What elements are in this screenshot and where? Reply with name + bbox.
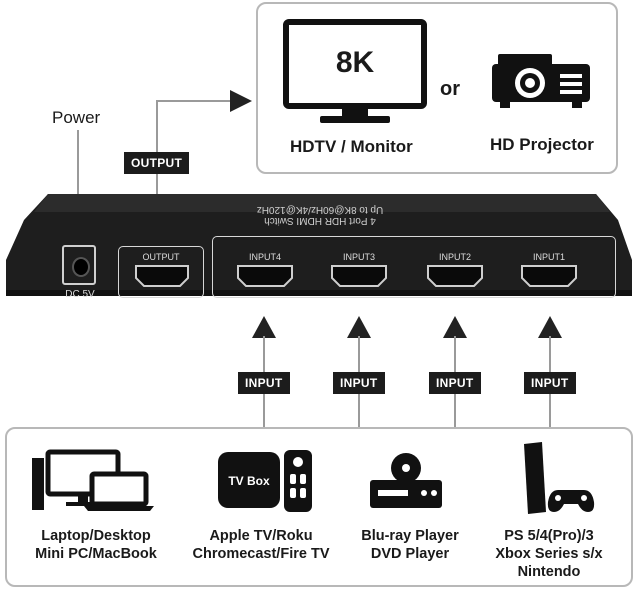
device-title: 4 Port HDR HDMI Switch Up to 8K@60Hz/4K@… xyxy=(0,204,640,226)
tv-box-text: TV Box xyxy=(228,474,270,488)
input4-hdmi-port-icon xyxy=(237,265,293,287)
bluray-player-icon xyxy=(370,453,442,508)
pc-label: Laptop/Desktop Mini PC/MacBook xyxy=(16,527,176,563)
console-label-line1: PS 5/4(Pro)/3 xyxy=(504,528,594,544)
input3-hdmi-port-icon xyxy=(331,265,387,287)
dc-jack xyxy=(62,245,96,285)
input2-hdmi-port-icon xyxy=(427,265,483,287)
input3-label: INPUT3 xyxy=(342,252,375,262)
projector-icon xyxy=(492,54,590,108)
game-console-icon xyxy=(524,442,595,514)
bluray-label-line2: DVD Player xyxy=(370,546,450,562)
tv-label-line1: Apple TV/Roku xyxy=(209,528,313,544)
device-title-line1: 4 Port HDR HDMI Switch xyxy=(264,215,376,226)
power-line xyxy=(77,130,79,240)
computer-icon xyxy=(32,449,154,511)
console-label: PS 5/4(Pro)/3 Xbox Series s/x Nintendo xyxy=(474,527,624,581)
power-label: Power xyxy=(52,108,101,127)
output-port-label: OUTPUT xyxy=(142,252,180,262)
input-arrows xyxy=(252,316,562,428)
output-port-frame xyxy=(118,246,204,298)
console-label-line2: Xbox Series s/x xyxy=(495,546,603,562)
monitor-resolution-text: 8K xyxy=(335,46,375,79)
output-tag: OUTPUT xyxy=(124,152,190,174)
or-text: or xyxy=(440,78,460,100)
input-tag-3: INPUT xyxy=(429,372,481,394)
input-tag-1: INPUT xyxy=(238,372,290,394)
monitor-icon xyxy=(283,19,427,123)
bluray-label-line1: Blu-ray Player xyxy=(361,528,459,544)
pc-label-line2: Mini PC/MacBook xyxy=(35,546,157,562)
input1-label: INPUT1 xyxy=(532,252,565,262)
output-hdmi-port-icon xyxy=(135,265,189,287)
input1-hdmi-port-icon xyxy=(521,265,577,287)
tv-box-icon xyxy=(218,450,312,512)
console-label-line3: Nintendo xyxy=(517,564,581,580)
pc-label-line1: Laptop/Desktop xyxy=(41,528,151,544)
device-title-line2: Up to 8K@60Hz/4K@120Hz xyxy=(256,204,384,215)
input-tag-4: INPUT xyxy=(524,372,576,394)
dc-label: DC 5V xyxy=(65,289,95,300)
input-ports-frame xyxy=(212,236,616,298)
tv-label-line2: Chromecast/Fire TV xyxy=(192,546,330,562)
bluray-label: Blu-ray Player DVD Player xyxy=(340,527,480,563)
input-tag-2: INPUT xyxy=(333,372,385,394)
input2-label: INPUT2 xyxy=(438,252,471,262)
input4-label: INPUT4 xyxy=(248,252,281,262)
projector-label: HD Projector xyxy=(490,135,594,154)
monitor-label: HDTV / Monitor xyxy=(290,137,413,156)
tv-label: Apple TV/Roku Chromecast/Fire TV xyxy=(176,527,346,563)
